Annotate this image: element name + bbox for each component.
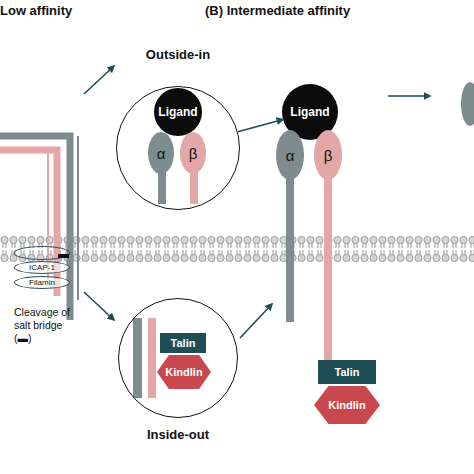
hexagon-shape	[157, 355, 211, 389]
kindlin-hexagon: Kindlin	[314, 386, 380, 424]
talin-box: Talin	[318, 360, 376, 384]
node-label: Ligand	[158, 105, 197, 119]
alpha-stem	[286, 176, 294, 322]
alpha-subunit-head: α	[148, 132, 174, 174]
flow-arrow	[388, 95, 430, 97]
alpha-subunit-head: α	[276, 130, 304, 180]
alpha-stem	[158, 172, 166, 204]
circle-heading: Inside-out	[79, 427, 277, 442]
flow-arrow	[84, 292, 114, 320]
talin-box: Talin	[160, 333, 206, 353]
node-label: ICAP-1	[29, 263, 55, 272]
node-label: α	[157, 145, 166, 162]
beta-stem	[190, 172, 198, 204]
flow-arrow	[240, 304, 272, 338]
annotation-text: Cleavage of salt bridge (▬)	[14, 306, 80, 345]
flow-arrow	[84, 66, 114, 94]
beta-subunit	[0, 150, 57, 296]
node-label: β	[189, 145, 198, 162]
beta-stem	[324, 176, 332, 362]
node-label: Kindlin	[165, 366, 202, 378]
node-label: α	[286, 147, 295, 164]
node-label: Kindlin	[328, 399, 365, 411]
salt-bridge	[58, 254, 69, 258]
icap1-ellipse: ICAP-1	[14, 261, 70, 274]
alpha-leg	[77, 136, 79, 300]
panel-title: Low affinity	[0, 3, 120, 19]
protein-ellipse	[14, 247, 70, 260]
panel-title: (B) Intermediate affinity	[205, 3, 405, 19]
ligand-circle: Ligand	[154, 88, 202, 136]
node-label: Talin	[171, 337, 196, 349]
beta-subunit-head: β	[314, 130, 342, 180]
beta-subunit-head: β	[180, 132, 206, 174]
filamin-ellipse: Filamin	[14, 276, 70, 289]
alpha-bar	[133, 318, 142, 398]
beta-bar	[148, 318, 156, 398]
node-label: Talin	[335, 366, 360, 378]
kindlin-hexagon: Kindlin	[157, 355, 211, 389]
node-label: Filamin	[29, 278, 55, 287]
circle-heading: Outside-in	[77, 47, 279, 62]
node-label: Ligand	[290, 105, 329, 119]
hexagon-shape	[314, 386, 380, 424]
node-label: β	[324, 147, 333, 164]
alpha-head	[461, 82, 474, 126]
outside-in-circle: Outside-inLigandαβ	[116, 86, 240, 210]
flow-arrow	[238, 119, 283, 131]
alpha-subunit	[0, 136, 70, 320]
inside-out-circle: Inside-outTalinKindlin	[118, 298, 238, 418]
